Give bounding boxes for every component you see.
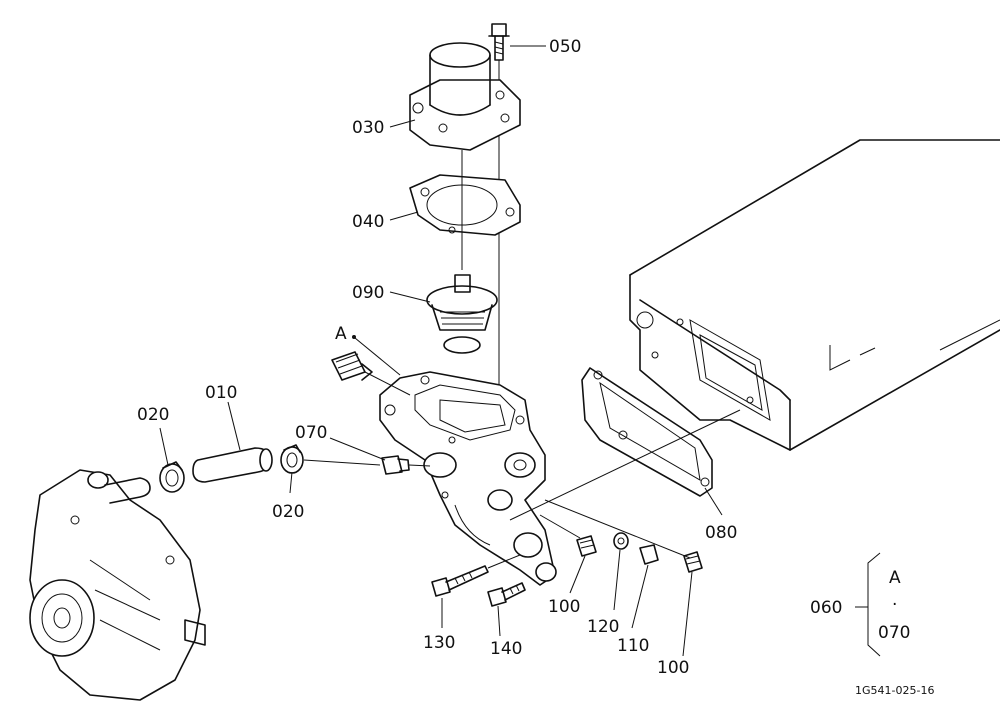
- thermostat-090: [426, 150, 498, 354]
- gasket-080: [581, 367, 713, 497]
- label-090: 090: [352, 283, 384, 303]
- legend-a: A: [889, 568, 901, 588]
- clamp-020-left: [159, 461, 185, 493]
- water-pump: [29, 469, 206, 701]
- plug-100-left: [576, 535, 597, 557]
- label-070: 070: [295, 423, 327, 443]
- bolt-130: [431, 554, 521, 597]
- engine-block: [629, 139, 1000, 451]
- label-020-top: 020: [137, 405, 169, 425]
- label-030: 030: [352, 118, 384, 138]
- legend-dot: ·: [892, 595, 897, 615]
- label-020-bottom: 020: [272, 502, 304, 522]
- label-110: 110: [617, 636, 649, 656]
- label-100-right: 100: [657, 658, 689, 678]
- thermostat-cover-030: [409, 42, 521, 151]
- clamp-020-right: [280, 444, 304, 474]
- fitting-070: [381, 455, 431, 475]
- label-130: 130: [423, 633, 455, 653]
- legend-bracket: [855, 552, 881, 657]
- drawing-code: 1G541-025-16: [855, 684, 934, 697]
- gasket-040: [409, 174, 521, 236]
- sensor-a: [331, 351, 411, 396]
- label-040: 040: [352, 212, 384, 232]
- label-140: 140: [490, 639, 522, 659]
- hose-010: [192, 447, 273, 483]
- plug-100-right: [683, 551, 703, 573]
- washer-120: [613, 532, 629, 550]
- plug-110: [639, 544, 659, 565]
- label-a: A: [335, 324, 347, 344]
- label-050: 050: [549, 37, 581, 57]
- label-120: 120: [587, 617, 619, 637]
- label-010: 010: [205, 383, 237, 403]
- label-080: 080: [705, 523, 737, 543]
- thermostat-housing: [379, 371, 557, 586]
- legend-060: 060: [810, 598, 842, 618]
- legend-070: 070: [878, 623, 910, 643]
- leader-lines: [159, 45, 723, 657]
- label-100-left: 100: [548, 597, 580, 617]
- bolt-140: [487, 582, 526, 607]
